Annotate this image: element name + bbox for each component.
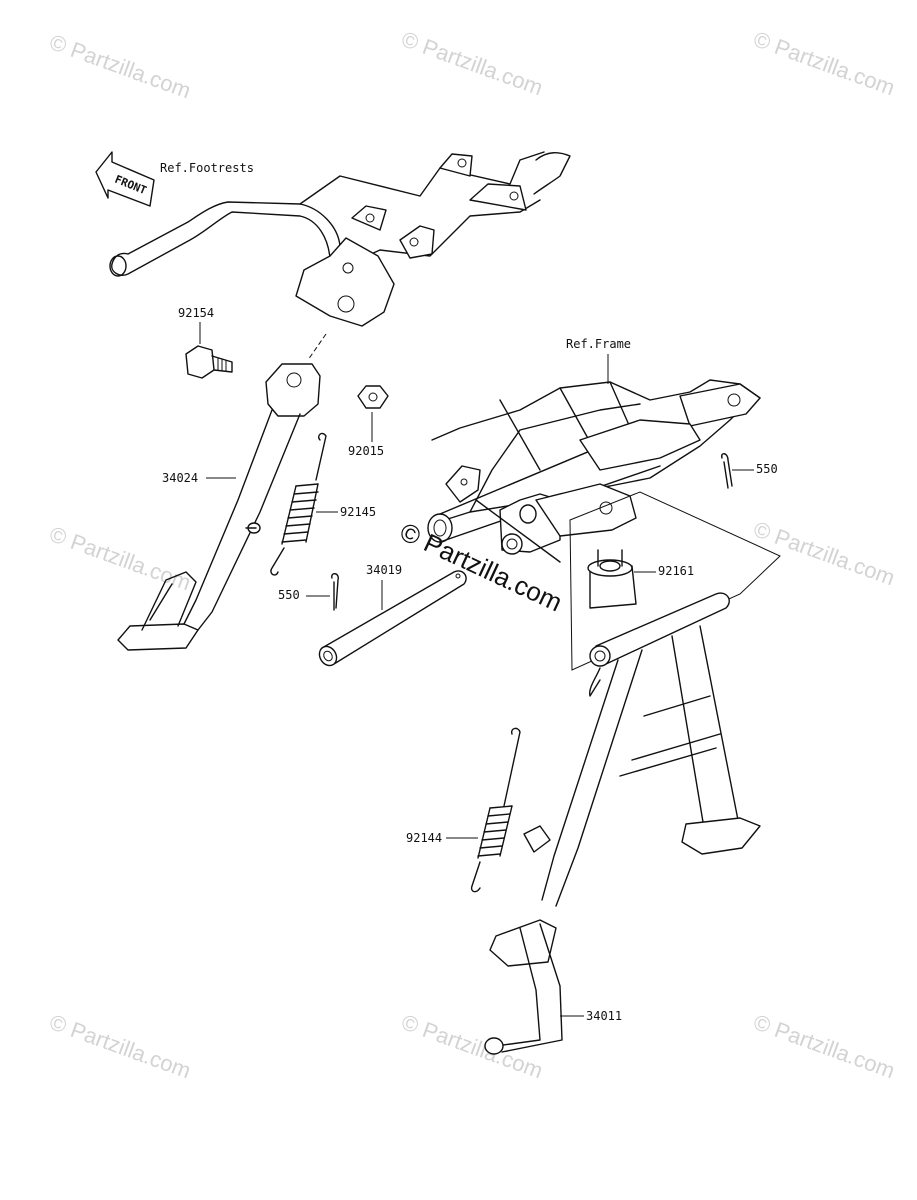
front-arrow-icon: FRONT	[95, 151, 155, 207]
spring-92144	[470, 727, 521, 893]
label-92154: 92154	[178, 306, 214, 320]
nut-92015	[357, 385, 389, 409]
watermark-bottom-right: © Partzilla.com	[750, 1009, 898, 1083]
cotter-pin-550-right	[720, 453, 733, 489]
label-92015: 92015	[348, 444, 384, 458]
label-550-right: 550	[756, 462, 778, 476]
watermark-top-right: © Partzilla.com	[750, 26, 898, 100]
bushing-92161	[587, 549, 637, 609]
label-92144: 92144	[406, 831, 442, 845]
center-stand-34011	[484, 592, 761, 1055]
assembly-outline	[569, 491, 781, 671]
label-92161: 92161	[658, 564, 694, 578]
cotter-pin-550-left	[331, 573, 339, 611]
watermark-top-left: © Partzilla.com	[46, 29, 194, 103]
watermark-top-center: © Partzilla.com	[398, 26, 546, 100]
label-92145: 92145	[340, 505, 376, 519]
watermark-mid-right: © Partzilla.com	[750, 516, 898, 590]
label-34011: 34011	[586, 1009, 622, 1023]
label-34024: 34024	[162, 471, 198, 485]
spring-92145	[270, 432, 327, 576]
frame	[427, 379, 761, 563]
watermark-bottom-left: © Partzilla.com	[46, 1009, 194, 1083]
side-stand-34024	[117, 363, 321, 651]
watermark-bottom-center: © Partzilla.com	[398, 1009, 546, 1083]
label-ref-footrests: Ref.Footrests	[160, 161, 254, 175]
leader-bracket-stand	[307, 333, 327, 361]
label-34019: 34019	[366, 563, 402, 577]
pin-34019	[318, 570, 467, 667]
label-ref-frame: Ref.Frame	[566, 337, 631, 351]
label-550-left: 550	[278, 588, 300, 602]
footrest-bracket	[109, 151, 571, 327]
bolt-92154	[185, 345, 233, 379]
